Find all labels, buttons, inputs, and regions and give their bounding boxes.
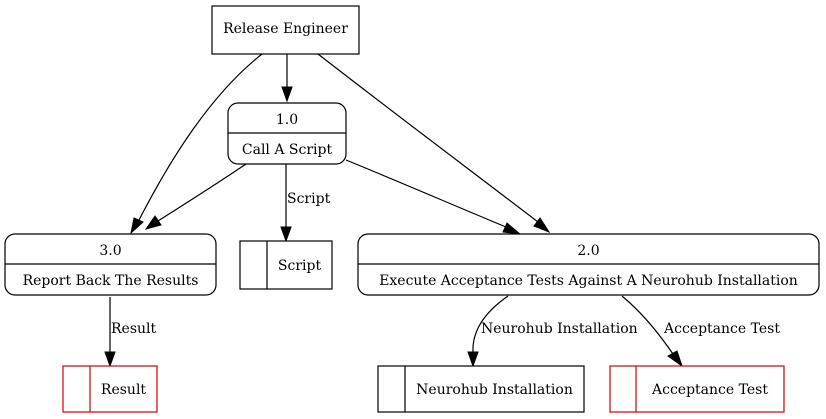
- store-result-label: Result: [101, 382, 147, 398]
- edge-process-3-to-result: [104, 297, 116, 368]
- node-process-2-number: 2.0: [577, 243, 599, 259]
- edge-process-2-to-acceptance: [621, 295, 683, 368]
- edge-process-1-to-process-3: [144, 163, 247, 230]
- store-result[interactable]: Result: [62, 365, 158, 413]
- store-neurohub-installation-label: Neurohub Installation: [416, 382, 573, 398]
- node-process-2-label: Execute Acceptance Tests Against A Neuro…: [379, 273, 798, 289]
- edge-process-1-to-script: [280, 164, 292, 243]
- edge-label-script: Script: [287, 191, 331, 207]
- store-script[interactable]: Script: [239, 240, 333, 290]
- store-acceptance-test[interactable]: Acceptance Test: [609, 365, 785, 413]
- edge-label-acceptance-test: Acceptance Test: [663, 321, 780, 337]
- store-neurohub-installation[interactable]: Neurohub Installation: [377, 365, 585, 413]
- node-process-3-label: Report Back The Results: [23, 273, 199, 289]
- node-process-1-label: Call A Script: [242, 142, 333, 158]
- edge-process-1-to-process-2: [345, 159, 522, 235]
- store-acceptance-test-label: Acceptance Test: [651, 382, 768, 398]
- store-script-label: Script: [278, 258, 322, 274]
- edge-process-2-to-neurohub: [467, 295, 509, 368]
- edge-label-result: Result: [111, 321, 157, 337]
- node-process-1-number: 1.0: [276, 112, 298, 128]
- node-process-2[interactable]: 2.0 Execute Acceptance Tests Against A N…: [357, 233, 820, 296]
- node-process-1[interactable]: 1.0 Call A Script: [227, 102, 347, 165]
- edge-engineer-to-process-3: [130, 53, 263, 235]
- edge-engineer-to-process-1: [281, 54, 293, 103]
- node-release-engineer[interactable]: Release Engineer: [211, 5, 360, 55]
- edge-engineer-to-process-2: [317, 53, 551, 234]
- node-process-3-number: 3.0: [99, 243, 121, 259]
- node-release-engineer-label: Release Engineer: [223, 21, 348, 37]
- edge-label-neurohub-installation: Neurohub Installation: [481, 321, 638, 337]
- node-process-3[interactable]: 3.0 Report Back The Results: [4, 233, 217, 296]
